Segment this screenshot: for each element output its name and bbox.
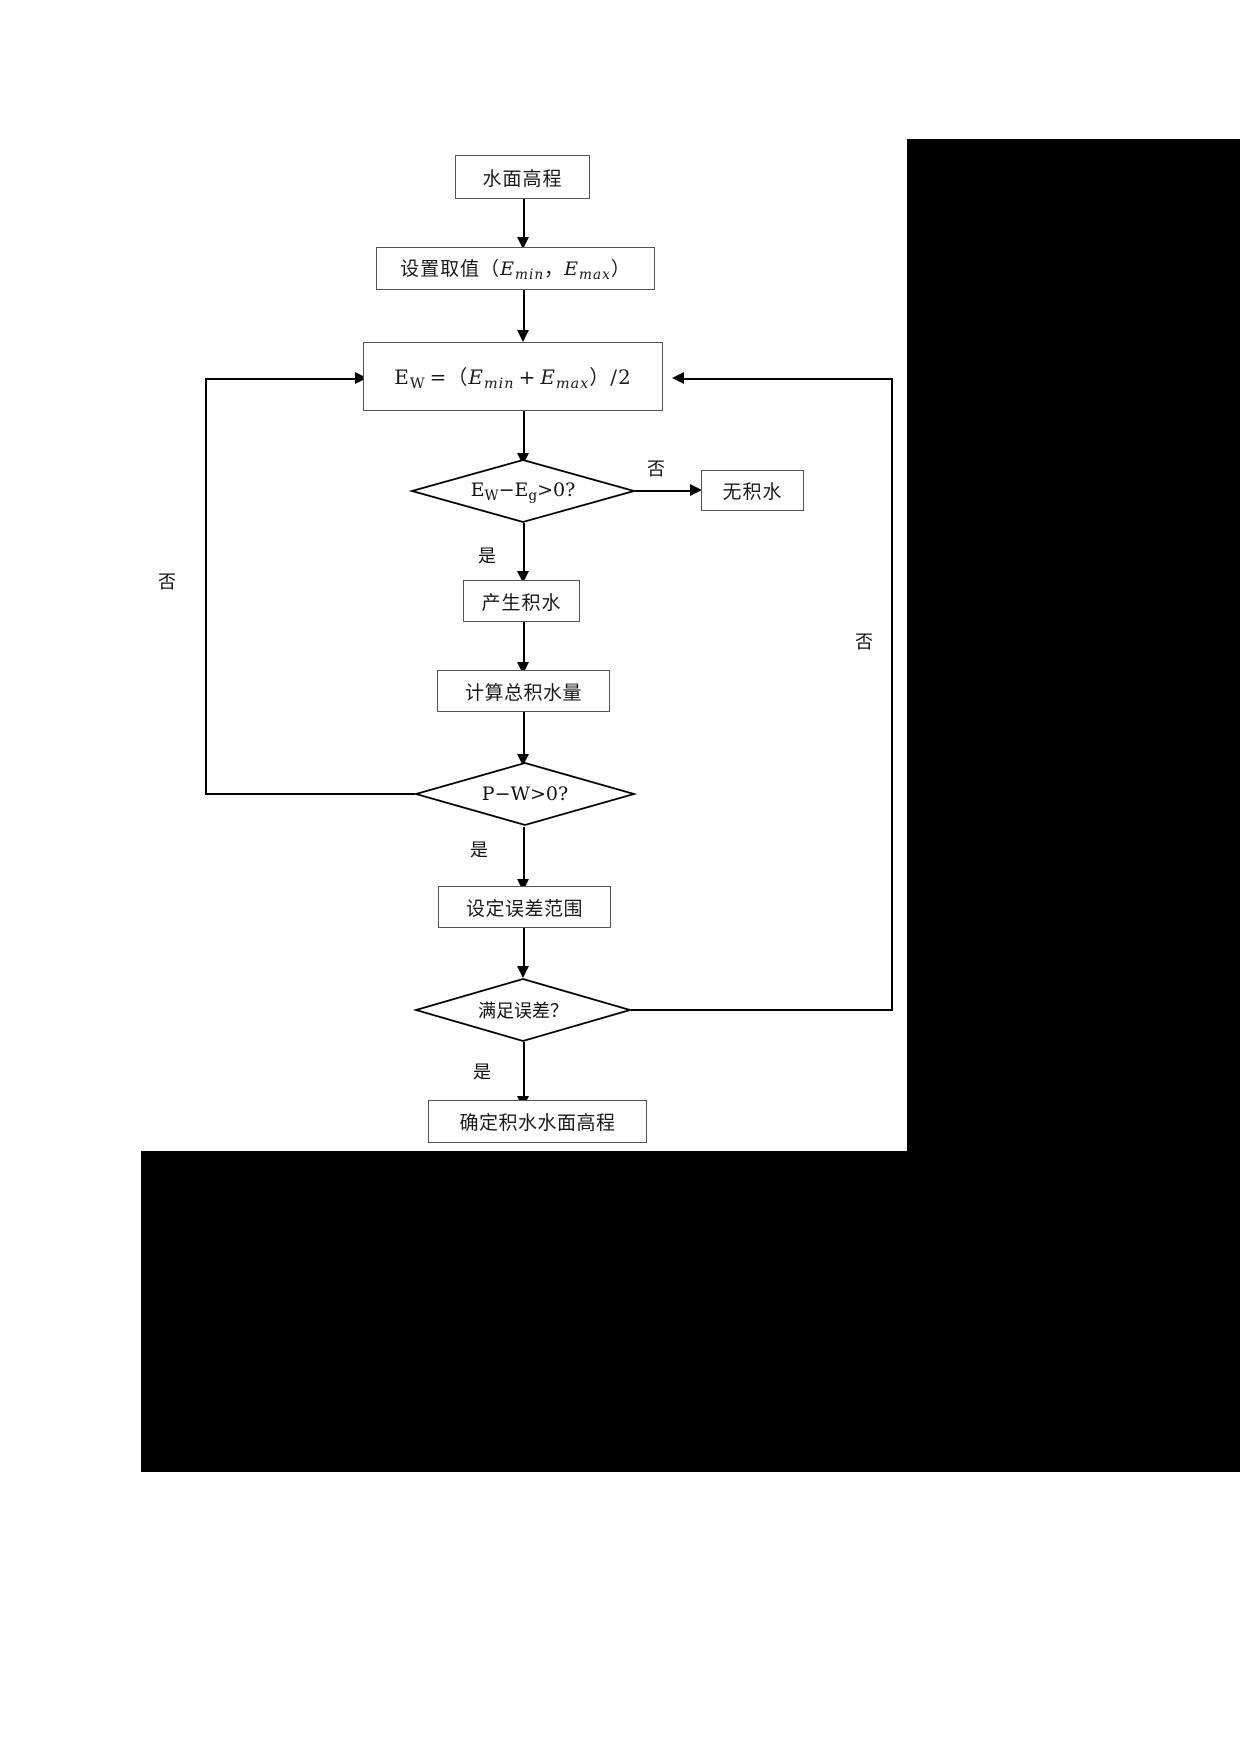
connector-d1-n5 (523, 523, 525, 577)
node-determine-ponding-water-surface-elevation: 确定积水水面高程 (428, 1100, 647, 1143)
node-label: EW=（Emin+Emax）/2 (394, 364, 632, 393)
connector-d1-n4 (635, 490, 695, 492)
connector-n5-n6 (523, 622, 525, 668)
loop-right-vertical (891, 378, 893, 1011)
node-label: 产生积水 (481, 591, 562, 614)
decision-p-minus-w: P−W>0? (412, 762, 638, 826)
node-label: 设定误差范围 (465, 897, 583, 920)
connector-n2-n3 (523, 290, 525, 336)
node-bisection-midpoint: EW=（Emin+Emax）/2 (363, 342, 663, 411)
edge-label-d1-yes: 是 (478, 546, 496, 567)
node-start-water-surface-elevation: 水面高程 (455, 155, 590, 199)
loop-left-vertical (205, 378, 207, 795)
redaction-block-right (907, 139, 1240, 1151)
edge-label-d1-no: 否 (647, 459, 665, 480)
arrowhead-d1-n4 (690, 484, 702, 496)
connector-n1-n2 (523, 199, 525, 243)
node-no-ponding: 无积水 (701, 470, 804, 511)
connector-n7-d3 (523, 928, 525, 972)
loop-left-horizontal-from-d2 (205, 793, 415, 795)
edge-label-d3-no: 否 (855, 632, 873, 653)
edge-label-d2-no: 否 (158, 572, 176, 593)
decision-error-satisfied: 满足误差？ (412, 978, 634, 1042)
loop-right-horizontal-to-n3 (680, 378, 893, 380)
decision-label: 满足误差？ (478, 1001, 568, 1022)
node-label: 计算总积水量 (464, 681, 582, 704)
decision-label: P−W>0? (481, 783, 569, 805)
diamond-shape (408, 459, 638, 523)
node-compute-total-ponding-volume: 计算总积水量 (437, 670, 610, 712)
node-label: 无积水 (722, 481, 783, 503)
connector-n6-d2 (523, 712, 525, 760)
arrowhead-n7-d3 (517, 966, 529, 978)
redaction-block-bottom (141, 1151, 1240, 1472)
node-label: 设置取值（Emin，Emax） (400, 258, 631, 283)
arrowhead-loop-right-into-n3 (672, 372, 684, 384)
decision-ew-minus-eg: EW−Eg>0? (408, 459, 638, 523)
edge-label-d3-yes: 是 (473, 1062, 491, 1083)
node-set-range: 设置取值（Emin，Emax） (376, 247, 655, 290)
node-label: 水面高程 (482, 167, 563, 190)
arrowhead-n1-n2 (517, 237, 529, 249)
loop-left-horizontal-to-n3 (205, 378, 361, 380)
edge-label-d2-yes: 是 (470, 840, 488, 861)
connector-d2-n7 (523, 827, 525, 883)
arrowhead-n2-n3 (517, 330, 529, 342)
diamond-shape (412, 762, 638, 826)
diamond-shape (412, 978, 634, 1042)
node-label: 确定积水水面高程 (459, 1112, 616, 1134)
node-ponding-occurs: 产生积水 (463, 580, 580, 622)
connector-n3-d1 (523, 411, 525, 459)
node-set-error-tolerance: 设定误差范围 (438, 886, 611, 928)
loop-right-horizontal-from-d3 (631, 1009, 893, 1011)
connector-d3-n8 (523, 1042, 525, 1100)
decision-label: EW−Eg>0? (470, 478, 576, 504)
